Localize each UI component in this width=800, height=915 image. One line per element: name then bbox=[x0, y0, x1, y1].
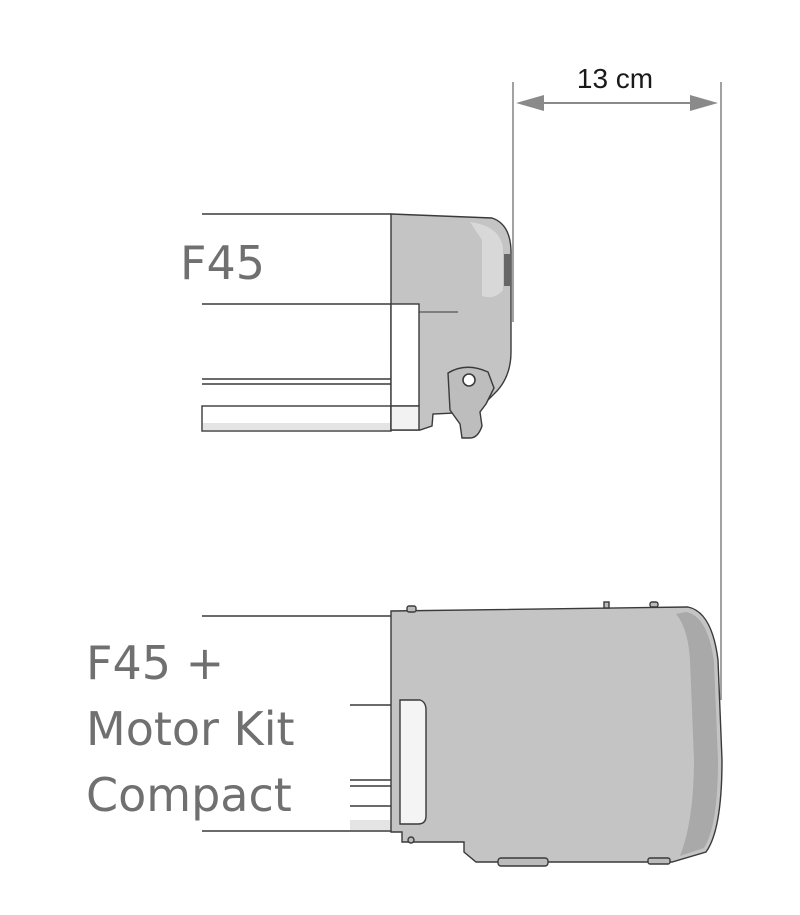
motor-kit-bottom-fitting-1 bbox=[497, 857, 549, 867]
f45-label: F45 bbox=[180, 236, 265, 290]
motor-kit-housing bbox=[390, 606, 723, 863]
f45-front-lip-base bbox=[390, 405, 420, 431]
motor-kit-label-line-1: F45 + bbox=[86, 636, 224, 690]
f45-motor-kit-compact-drawing bbox=[202, 601, 723, 867]
motor-kit-top-stud-2 bbox=[603, 601, 610, 609]
motor-kit-label-line-3: Compact bbox=[86, 768, 292, 822]
dimension-arrowhead-left bbox=[516, 95, 544, 111]
motor-kit-rail-shade bbox=[350, 820, 400, 830]
motor-kit-top-stud-3 bbox=[649, 601, 659, 608]
motor-kit-bottom-screw bbox=[407, 836, 415, 844]
f45-crank-socket bbox=[462, 373, 476, 387]
motor-kit-bottom-fitting-2 bbox=[647, 857, 671, 865]
f45-side-clip bbox=[504, 254, 510, 286]
f45-awning-drawing bbox=[201, 213, 512, 439]
f45-motor-kit-compact-label: F45 + Motor Kit Compact bbox=[86, 636, 295, 822]
f45-crank-fitting bbox=[447, 366, 495, 439]
motor-kit-label-line-2: Motor Kit bbox=[86, 702, 295, 756]
motor-kit-front-lip bbox=[399, 699, 427, 825]
f45-rail-shade bbox=[203, 423, 390, 430]
f45-front-lip bbox=[390, 303, 420, 407]
motor-kit-top-stud-1 bbox=[406, 605, 417, 613]
dimension-label: 13 cm bbox=[577, 63, 653, 94]
motor-kit-housing-shadow bbox=[676, 612, 718, 856]
f45-end-cap-highlight bbox=[470, 222, 503, 298]
dimension-group: 13 cm bbox=[512, 63, 722, 700]
dimension-arrowhead-right bbox=[690, 95, 718, 111]
